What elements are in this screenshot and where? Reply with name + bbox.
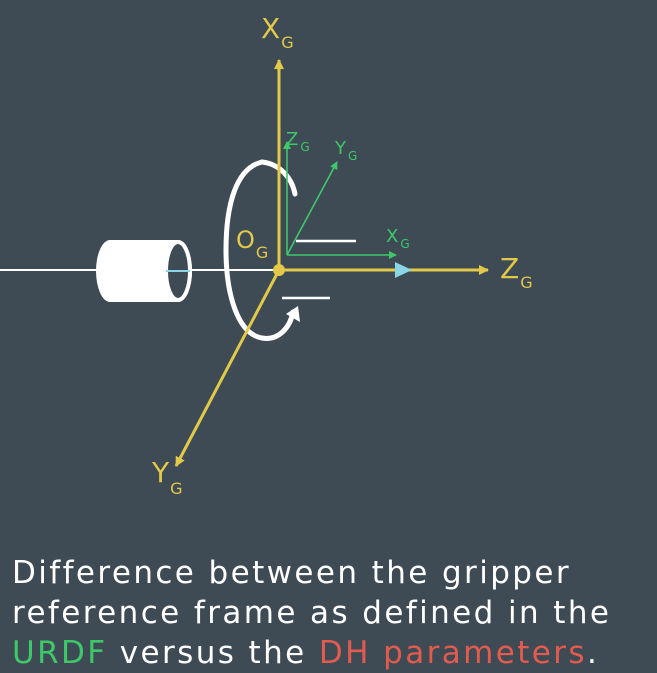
gripper-cylinder-icon xyxy=(96,240,192,302)
origin-point xyxy=(273,264,285,276)
origin-label: OG xyxy=(236,226,268,262)
caption-line-2: reference frame as defined in the xyxy=(12,595,612,631)
urdf-y-axis xyxy=(286,161,338,256)
caption-line-1: Difference between the gripper xyxy=(12,555,571,591)
caption-mid: versus the xyxy=(107,635,319,671)
dh-y-axis xyxy=(174,269,281,467)
urdf-highlight: URDF xyxy=(12,635,108,671)
cyan-accent-arrowhead xyxy=(395,262,412,278)
dh-z-label: ZG xyxy=(500,252,533,292)
caption-line-3: URDF versus the DH parameters. xyxy=(12,633,652,673)
dh-y-label: YG xyxy=(151,456,183,498)
dh-highlight: DH parameters xyxy=(318,635,587,671)
caption-end: . xyxy=(586,635,600,671)
caption: Difference between the gripper reference… xyxy=(12,553,652,673)
dh-x-label: XG xyxy=(261,12,294,52)
rotation-arrow-icon xyxy=(223,159,300,341)
